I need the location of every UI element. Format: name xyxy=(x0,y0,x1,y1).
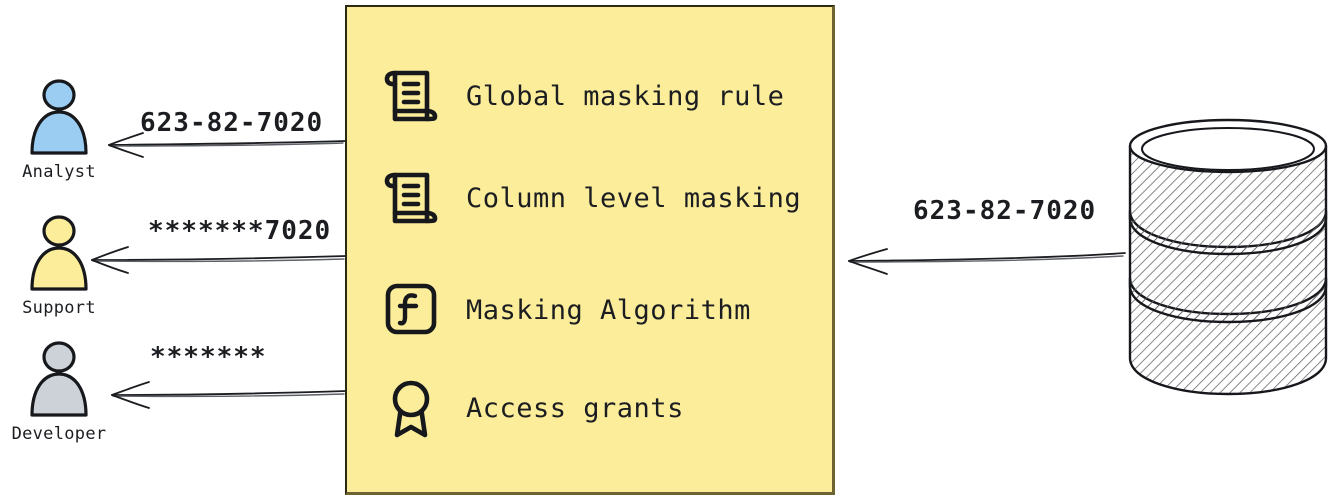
arrow-database-to-panel xyxy=(848,248,1126,275)
policy-item-label: Masking Algorithm xyxy=(466,294,751,326)
masking-policy-panel: Global masking rule Column level masking… xyxy=(345,5,835,495)
function-icon xyxy=(385,283,437,335)
policy-item-label: Access grants xyxy=(466,392,684,424)
policy-item-masking-algorithm[interactable]: Masking Algorithm xyxy=(382,279,751,341)
scroll-icon xyxy=(384,70,438,122)
scroll-icon xyxy=(384,172,438,224)
actor-label: Analyst xyxy=(22,162,96,182)
policy-item-label: Column level masking xyxy=(466,182,802,214)
flow-label-support: *******7020 xyxy=(148,216,332,246)
actor-support: Support xyxy=(4,214,114,318)
flow-label-analyst: 623-82-7020 xyxy=(140,108,324,138)
person-icon xyxy=(30,79,88,155)
actor-analyst: Analyst xyxy=(4,78,114,182)
actor-developer: Developer xyxy=(4,340,114,444)
flow-label-developer: ******* xyxy=(150,342,267,372)
actor-label: Support xyxy=(22,298,96,318)
arrow-to-developer xyxy=(111,381,347,409)
arrow-to-analyst xyxy=(108,132,346,158)
policy-item-access-grants[interactable]: Access grants xyxy=(382,377,684,439)
policy-item-global-masking-rule[interactable]: Global masking rule xyxy=(382,65,784,127)
database-icon xyxy=(1128,118,1328,396)
arrow-to-support xyxy=(91,246,347,274)
flow-label-database: 623-82-7020 xyxy=(913,196,1097,226)
person-icon xyxy=(30,341,88,417)
person-icon xyxy=(30,215,88,291)
actor-label: Developer xyxy=(11,424,107,444)
policy-item-label: Global masking rule xyxy=(466,80,785,112)
award-icon xyxy=(392,380,430,438)
policy-item-column-level-masking[interactable]: Column level masking xyxy=(382,167,801,229)
